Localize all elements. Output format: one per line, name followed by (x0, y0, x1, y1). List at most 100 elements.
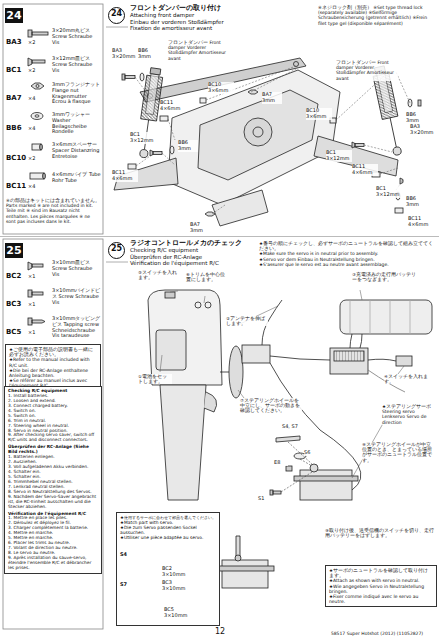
part-label: BB6 3mm (406, 112, 426, 124)
note-text: ★ご使用の電子部品の説明書も一緒に必ずお読みください。 (9, 347, 97, 357)
part-label: 3×20mm丸ビス Screw Schraube Vis (52, 28, 101, 45)
title-text: ラジオコントロールメカのチェック (130, 240, 258, 247)
part-label: BC11 4×6mm (112, 170, 138, 182)
part-label: ※ネジロック剤（別売） ※Set type thread lock (separ… (318, 5, 436, 26)
part-label: BC11 4×6mm (408, 216, 435, 228)
part-label: BA3 (6, 38, 28, 46)
note-text: ★使用するサーボに合わせて部品を選んでください。 (120, 515, 216, 520)
part-label: ×1 (28, 302, 42, 308)
part-label: BB6 (6, 124, 28, 132)
part-label: BC11 (6, 182, 30, 190)
part-label: S6 (304, 450, 318, 456)
part-label: BC10 3×6mm (306, 108, 332, 120)
part-label: BC5 3×10mm (164, 607, 194, 619)
part-label: BC1 3×12mm (376, 186, 402, 198)
part-label: BC3 3×10mm (162, 580, 192, 592)
part-label: BA3 3×20mm (112, 48, 136, 60)
part-label: ⑨取り付け後、送受信機のスイッチを切り、走行用バッテリーをはずします。 (325, 528, 437, 538)
note-box: ★サーボのニュートラルを確認して取り付けます。★Attach as shown … (325, 565, 437, 607)
note-box: ★ご使用の電子部品の説明書も一緒に必ずお読みください。★Refer to the… (5, 344, 101, 391)
part-label: ×4 (28, 126, 42, 132)
note-text: 9. After checking servo saver, switch of… (8, 433, 98, 443)
part-label: BA3 3×20mm (410, 124, 437, 136)
note-text: 9. Nachdem der Servo-Saver angebracht is… (8, 495, 98, 510)
note-text: ★S'assurer que le servo est au neutre av… (259, 262, 437, 267)
part-label: 3×10mm皿ビス Screw Schraube Vis (52, 260, 101, 277)
part-label: S7 (120, 582, 134, 588)
note-text: Überprüfen der RC-Anlage (Siehe Bild rec… (8, 445, 98, 455)
part-label: BC1 3×12mm (130, 132, 156, 144)
part-label: BA7 3mm (262, 92, 282, 104)
part-label: ×2 (28, 156, 42, 162)
part-label: 3×10mmタッピングビス Tapping screw Schneidschra… (52, 316, 101, 339)
note-text: 9. Après installation du sauve-servo, ét… (8, 556, 98, 571)
step-number: 24 (108, 7, 125, 24)
step-number: 25 (108, 242, 125, 259)
step-number: 25 (5, 243, 23, 258)
note-text: ★番号の順にチェックし、必ずサーボのニュートラルを確認して組み立ててください。 (259, 241, 437, 251)
part-label: ①電池をセットします。 (138, 374, 172, 384)
title-text: フロントダンパーの取り付け (130, 5, 262, 12)
part-label: BC5 (6, 328, 28, 336)
part-label: 3×12mm皿ビス Screw Schraube Vis (52, 56, 101, 73)
note-text: ★サーボのニュートラルを確認して取り付けます。 (329, 568, 433, 578)
step-title: フロントダンパーの取り付けAttaching front damperEinba… (128, 4, 264, 32)
part-label: BC1 3×12mm (326, 150, 352, 162)
part-label: ④スイッチを入れます。 (384, 374, 434, 384)
part-label: E8 (274, 460, 288, 466)
part-label: 3mmフランジナット Flange nut Kragenmutter Écrou… (52, 82, 101, 105)
part-label: ⑤スイッチを入れます。 (138, 270, 178, 280)
part-label: ×1 (28, 274, 42, 280)
part-label: ×2 (28, 40, 42, 46)
part-label: BC2 (6, 272, 28, 280)
step-number: 24 (5, 8, 23, 23)
note-text: Einbau der vorderen Stoßdämpfer (130, 19, 262, 25)
step-title: ラジオコントロールメカのチェックChecking R/C equipmentÜb… (128, 239, 260, 267)
part-label: 58517 Super Hotshot (2012) (11052827) (318, 631, 436, 636)
part-label: BB6 3mm (138, 48, 158, 60)
part-label: フロントダンパー Front damper Vorderer Stoßdämpf… (336, 60, 398, 81)
part-label: BC10 3×6mm (208, 82, 234, 94)
part-label: ★ステアリングサーボ Steering servo Lenkservo Serv… (382, 404, 436, 425)
note-text: Checking R/C equipment (130, 247, 258, 253)
note-text: ★Match part with servo. (120, 520, 216, 525)
part-label: BC10 (6, 154, 30, 162)
note-text: ★Wie angegeben Servo in Neutralstellung … (329, 584, 433, 594)
part-label: S4, S7 (282, 424, 308, 430)
part-label: BA7 3mm (190, 222, 210, 234)
part-label: ※の部品はキットには含まれていません。 Parts marked ※ are n… (6, 198, 101, 224)
note-text: Überprüfen der RC-Anlage (130, 254, 258, 260)
note-text: ★Fixer comme indiqué avec le servo au ne… (329, 594, 433, 604)
note-box: Checking R/C equipment1. Install batteri… (4, 386, 102, 574)
note-text: ★Attach as shown with servo in neutral. (329, 578, 433, 583)
part-label: ⑦ステアリングホイールを中立にし、サーボの動きを確認してください。 (240, 398, 302, 414)
note-text: Vérification de l'équipement R/C (130, 260, 258, 266)
part-label: ×4 (28, 96, 42, 102)
part-label: 3×6mmスペーサー Spacer Distanzring Entretoise (52, 142, 101, 159)
part-label: BC11 4×6mm (160, 100, 186, 112)
part-label: 4×6mmパイプ Tube Rohr Tube (52, 172, 101, 184)
note-text: Attaching front damper (130, 12, 262, 18)
part-label: BC11 4×6mm (352, 164, 378, 176)
note-text: ★Die zum Servo passenden Sockel aussuche… (120, 525, 216, 535)
part-label: 12 (211, 627, 229, 636)
part-label: BA7 (6, 94, 28, 102)
note-text: Fixation de amortisseur avant (130, 25, 262, 31)
part-label: S4 (120, 552, 134, 558)
part-label: ⑥トリムを中心位置にします。 (186, 272, 228, 282)
part-label: ⑧ステアリングホイールが中立位置のとき、とまっている場所がサーボのニュートラル位… (362, 442, 436, 463)
part-label: ×4 (28, 184, 42, 190)
part-label: 3×10mmバインドビス Screw Schraube Vis (52, 288, 101, 305)
part-label: BC3 (6, 300, 28, 308)
part-label: ×1 (28, 330, 42, 336)
part-label: BC1 (6, 66, 28, 74)
note-text: ★Utiliser une pièce adaptée au servo. (120, 535, 216, 540)
note-box: ★番号の順にチェックし、必ずサーボのニュートラルを確認して組み立ててください。★… (258, 240, 438, 268)
part-label: BB6 3mm (406, 196, 426, 208)
part-label: 3mmワッシャー Washer Beilagscheibe Rondelle (52, 112, 101, 135)
part-label: BB6 3mm (178, 140, 198, 152)
note-text: ★Make sure the servo is in neutral prior… (259, 251, 437, 256)
note-text: ★Servo vor dem Einbau in Neutralstellung… (259, 257, 437, 262)
note-text: ★Die bei der RC-Anlage enthaltene Anleit… (9, 368, 97, 378)
